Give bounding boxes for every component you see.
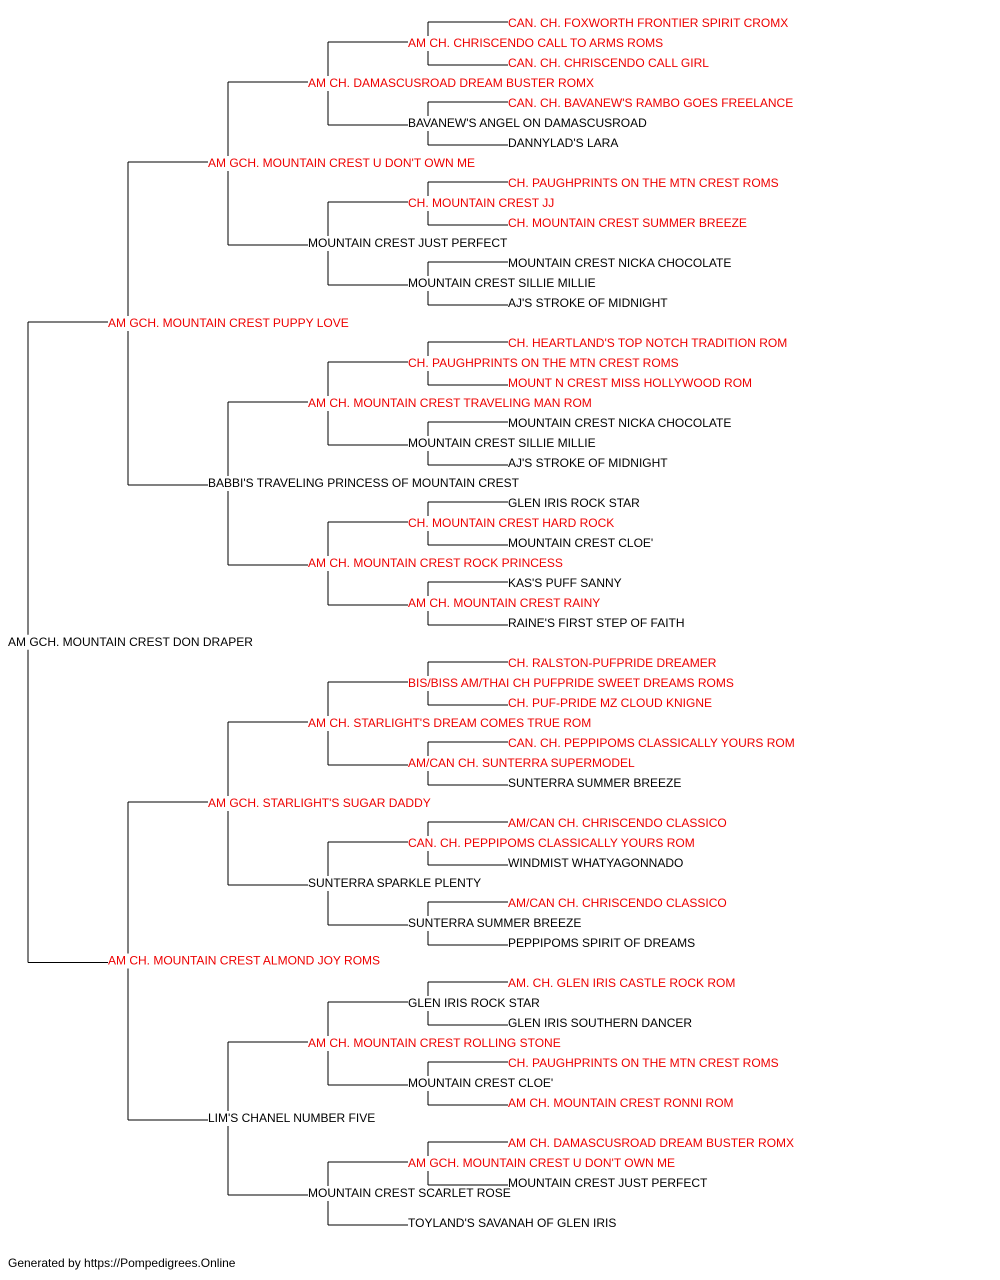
dog-name: AJ'S STROKE OF MIDNIGHT <box>508 456 668 470</box>
dog-name: CAN. CH. CHRISCENDO CALL GIRL <box>508 56 709 70</box>
dog-name: LIM'S CHANEL NUMBER FIVE <box>208 1111 375 1125</box>
dog-name: AM. CH. GLEN IRIS CASTLE ROCK ROM <box>508 976 735 990</box>
dog-name: AM GCH. MOUNTAIN CREST U DON'T OWN ME <box>208 156 475 170</box>
dog-name: MOUNT N CREST MISS HOLLYWOOD ROM <box>508 376 752 390</box>
dog-name: KAS'S PUFF SANNY <box>508 576 622 590</box>
dog-name: SUNTERRA SUMMER BREEZE <box>408 916 581 930</box>
dog-name: CAN. CH. BAVANEW'S RAMBO GOES FREELANCE <box>508 96 793 110</box>
dog-name: AM GCH. MOUNTAIN CREST DON DRAPER <box>8 635 253 649</box>
dog-name: GLEN IRIS ROCK STAR <box>508 496 640 510</box>
dog-name: AM CH. DAMASCUSROAD DREAM BUSTER ROMX <box>308 76 594 90</box>
dog-name: CH. RALSTON-PUFPRIDE DREAMER <box>508 656 717 670</box>
dog-name: BABBI'S TRAVELING PRINCESS OF MOUNTAIN C… <box>208 476 520 490</box>
dog-name: AM CH. MOUNTAIN CREST RAINY <box>408 596 600 610</box>
dog-name: MOUNTAIN CREST SILLIE MILLIE <box>408 436 596 450</box>
dog-name: MOUNTAIN CREST SCARLET ROSE <box>308 1186 511 1200</box>
pedigree-tree: AM GCH. MOUNTAIN CREST DON DRAPER AM GCH.… <box>8 16 795 1230</box>
dog-name: AM GCH. STARLIGHT'S SUGAR DADDY <box>208 796 431 810</box>
dog-name: AM CH. DAMASCUSROAD DREAM BUSTER ROMX <box>508 1136 794 1150</box>
dog-name: CH. PUF-PRIDE MZ CLOUD KNIGNE <box>508 696 712 710</box>
dog-name: CH. PAUGHPRINTS ON THE MTN CREST ROMS <box>408 356 679 370</box>
dog-name: MOUNTAIN CREST CLOE' <box>508 536 653 550</box>
dog-name: WINDMIST WHATYAGONNADO <box>508 856 683 870</box>
dog-name: MOUNTAIN CREST JUST PERFECT <box>308 236 508 250</box>
dog-name: MOUNTAIN CREST SILLIE MILLIE <box>408 276 596 290</box>
dog-name: TOYLAND'S SAVANAH OF GLEN IRIS <box>408 1216 616 1230</box>
dog-name: BIS/BISS AM/THAI CH PUFPRIDE SWEET DREAM… <box>408 676 734 690</box>
dog-name: GLEN IRIS SOUTHERN DANCER <box>508 1016 692 1030</box>
dog-name: CH. HEARTLAND'S TOP NOTCH TRADITION ROM <box>508 336 787 350</box>
dog-name: AM CH. CHRISCENDO CALL TO ARMS ROMS <box>408 36 663 50</box>
footer-credit: Generated by https://Pompedigrees.Online <box>8 1256 236 1270</box>
dog-name: RAINE'S FIRST STEP OF FAITH <box>508 616 685 630</box>
dog-name: CH. MOUNTAIN CREST SUMMER BREEZE <box>508 216 747 230</box>
dog-name: AM CH. STARLIGHT'S DREAM COMES TRUE ROM <box>308 716 591 730</box>
dog-name: AM CH. MOUNTAIN CREST ALMOND JOY ROMS <box>108 954 380 968</box>
dog-name: CH. PAUGHPRINTS ON THE MTN CREST ROMS <box>508 1056 779 1070</box>
dog-name: MOUNTAIN CREST NICKA CHOCOLATE <box>508 256 731 270</box>
dog-name: CH. MOUNTAIN CREST HARD ROCK <box>408 516 614 530</box>
dog-name: SUNTERRA SUMMER BREEZE <box>508 776 681 790</box>
dog-name: CH. PAUGHPRINTS ON THE MTN CREST ROMS <box>508 176 779 190</box>
dog-name: AM/CAN CH. CHRISCENDO CLASSICO <box>508 896 727 910</box>
dog-name: AJ'S STROKE OF MIDNIGHT <box>508 296 668 310</box>
dog-name: GLEN IRIS ROCK STAR <box>408 996 540 1010</box>
dog-name: AM/CAN CH. SUNTERRA SUPERMODEL <box>408 756 635 770</box>
dog-name: AM GCH. MOUNTAIN CREST U DON'T OWN ME <box>408 1156 675 1170</box>
dog-name: CAN. CH. FOXWORTH FRONTIER SPIRIT CROMX <box>508 16 788 30</box>
dog-name: AM CH. MOUNTAIN CREST ROLLING STONE <box>308 1036 561 1050</box>
dog-name: CAN. CH. PEPPIPOMS CLASSICALLY YOURS ROM <box>508 736 795 750</box>
dog-name: CAN. CH. PEPPIPOMS CLASSICALLY YOURS ROM <box>408 836 695 850</box>
dog-name: AM CH. MOUNTAIN CREST ROCK PRINCESS <box>308 556 563 570</box>
dog-name: PEPPIPOMS SPIRIT OF DREAMS <box>508 936 695 950</box>
dog-name: SUNTERRA SPARKLE PLENTY <box>308 876 481 890</box>
dog-name: CH. MOUNTAIN CREST JJ <box>408 196 554 210</box>
dog-name: AM GCH. MOUNTAIN CREST PUPPY LOVE <box>108 316 349 330</box>
dog-name: MOUNTAIN CREST NICKA CHOCOLATE <box>508 416 731 430</box>
dog-name: BAVANEW'S ANGEL ON DAMASCUSROAD <box>408 116 647 130</box>
dog-name: AM CH. MOUNTAIN CREST RONNI ROM <box>508 1096 734 1110</box>
dog-name: AM/CAN CH. CHRISCENDO CLASSICO <box>508 816 727 830</box>
dog-name: AM CH. MOUNTAIN CREST TRAVELING MAN ROM <box>308 396 592 410</box>
dog-name: MOUNTAIN CREST CLOE' <box>408 1076 553 1090</box>
dog-name: MOUNTAIN CREST JUST PERFECT <box>508 1176 708 1190</box>
dog-name: DANNYLAD'S LARA <box>508 136 618 150</box>
